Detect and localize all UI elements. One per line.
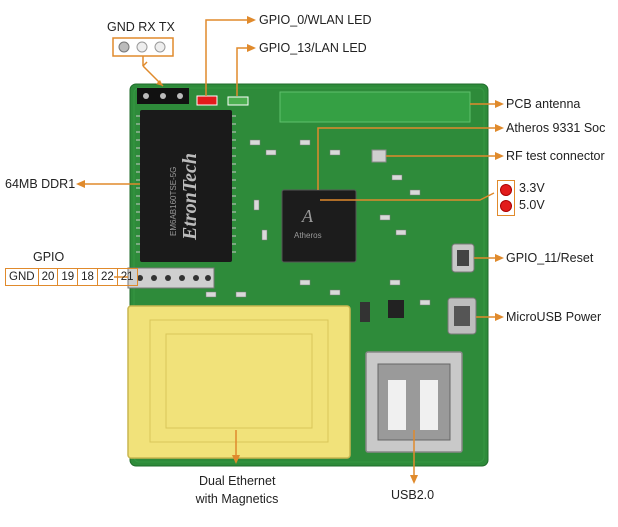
label-64mb-ddr1: 64MB DDR1 bbox=[5, 177, 76, 191]
voltage-dot-3v3 bbox=[500, 184, 512, 196]
label-pcb-antenna: PCB antenna bbox=[506, 97, 581, 111]
label-atheros-soc: Atheros 9331 Soc bbox=[506, 121, 606, 135]
ram-brand-text: EtronTech bbox=[179, 153, 201, 241]
ram-chip bbox=[140, 110, 232, 262]
soc-chip bbox=[281, 189, 357, 263]
label-usb2: USB2.0 bbox=[391, 488, 435, 502]
voltage-dot-5v0 bbox=[500, 200, 512, 212]
label-with-magnetics: with Magnetics bbox=[195, 492, 279, 506]
gpio-pin: 20 bbox=[37, 268, 58, 286]
wlan-led bbox=[196, 95, 218, 106]
label-gnd-rx-tx: GND RX TX bbox=[107, 20, 175, 34]
label-microusb-power: MicroUSB Power bbox=[506, 310, 602, 324]
ethernet-magnetics bbox=[127, 305, 351, 459]
label-gpio13-lan-led: GPIO_13/LAN LED bbox=[259, 41, 367, 55]
gpio-pin: 21 bbox=[116, 268, 138, 286]
gpio-pin: 18 bbox=[77, 268, 98, 286]
label-gpio11-reset: GPIO_11/Reset bbox=[506, 251, 594, 265]
label-dual-ethernet: Dual Ethernet bbox=[199, 474, 276, 488]
label-3v3: 3.3V bbox=[519, 181, 545, 195]
gpio-pin: 19 bbox=[57, 268, 78, 286]
gpio-pin: 22 bbox=[96, 268, 118, 286]
label-gpio0-wlan-led: GPIO_0/WLAN LED bbox=[259, 13, 372, 27]
label-rf-test-connector: RF test connector bbox=[506, 149, 605, 163]
lan-led bbox=[227, 96, 249, 106]
soc-logo: A bbox=[301, 206, 314, 226]
rf-connector bbox=[371, 149, 387, 163]
gpio-pin-table: GND 20 19 18 22 21 bbox=[5, 268, 138, 286]
ram-part-text: EM6AB160TSE-5G bbox=[169, 167, 178, 236]
label-5v0: 5.0V bbox=[519, 198, 545, 212]
pcb-antenna bbox=[279, 91, 471, 123]
gpio-pin: GND bbox=[9, 271, 35, 283]
soc-brand-text: Atheros bbox=[294, 231, 322, 240]
label-gpio-title: GPIO bbox=[33, 250, 65, 264]
